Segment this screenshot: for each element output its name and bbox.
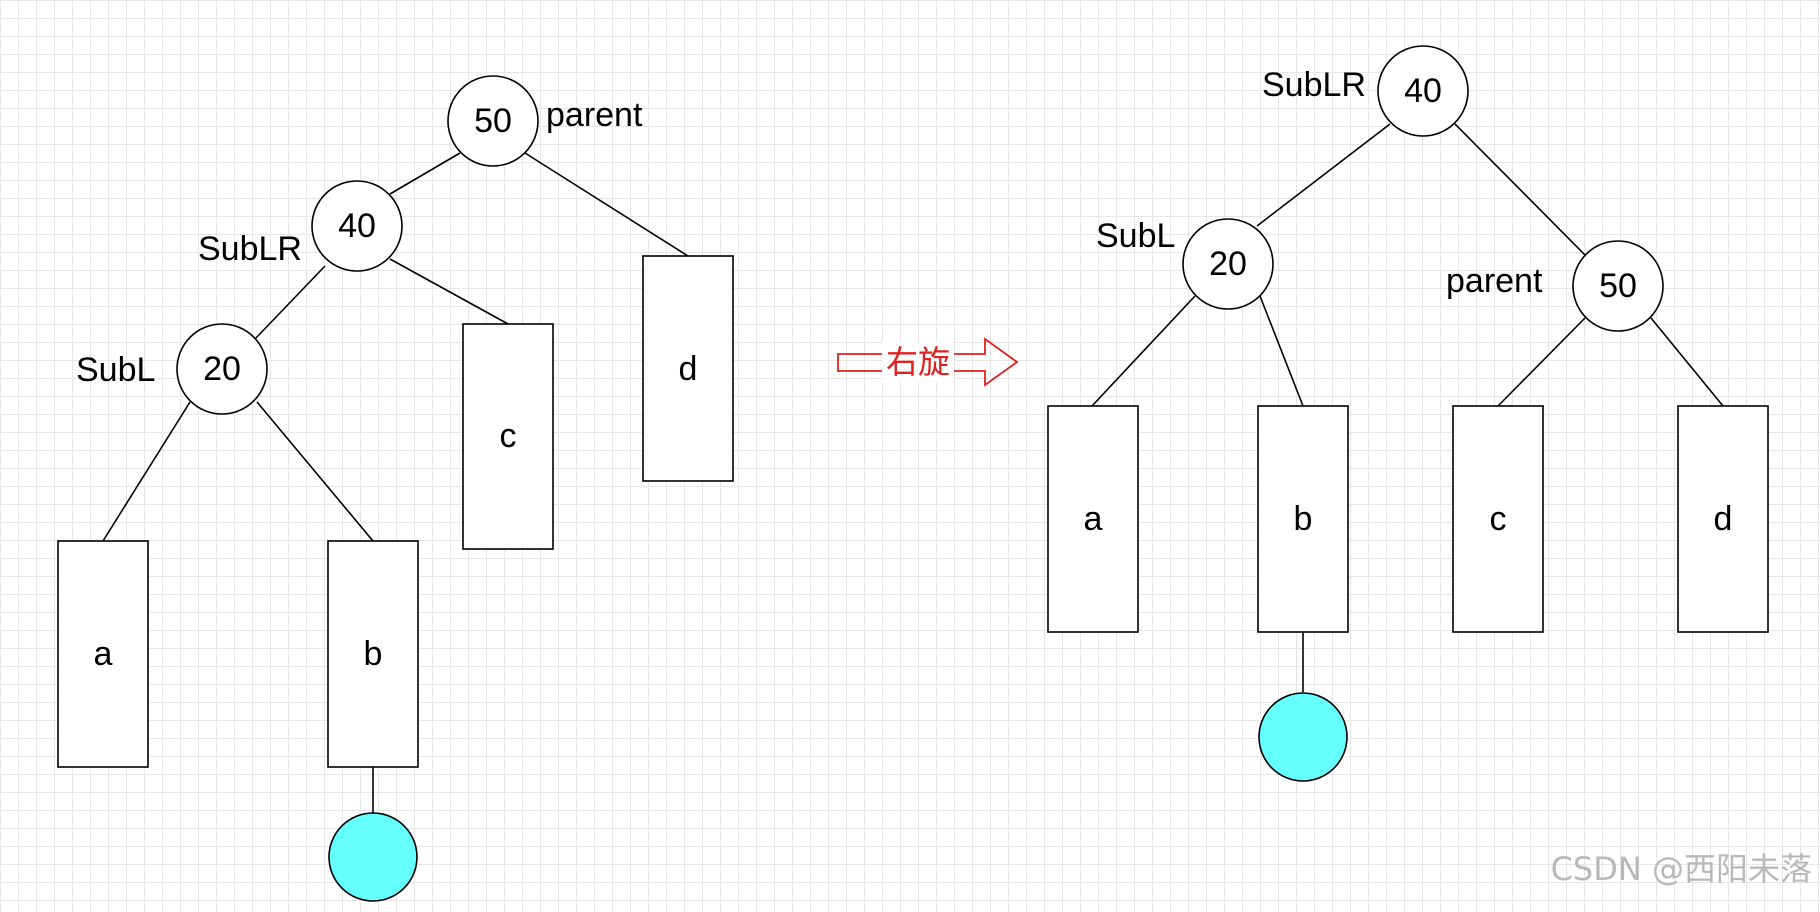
subtree-label: a (1084, 500, 1103, 538)
subtree-c: c (462, 323, 554, 550)
node-label-parent: parent (546, 96, 643, 134)
edge-20-b (1259, 295, 1304, 407)
subtree-label: b (1294, 500, 1313, 538)
arrow-label-bg (882, 342, 954, 382)
subtree-d: d (1677, 405, 1769, 633)
edge-50-40 (389, 152, 461, 195)
node-label-sublr: SubLR (1262, 66, 1366, 104)
node-50-parent: 50 (1572, 240, 1664, 332)
edge-20-a (102, 401, 191, 542)
node-value: 50 (474, 102, 512, 140)
subtree-a: a (57, 540, 149, 768)
node-40-sublr: 40 (1377, 45, 1469, 137)
node-value: 40 (338, 207, 376, 245)
node-20-subl: 20 (176, 323, 268, 415)
node-50-parent: 50 (447, 75, 539, 167)
edge-40-20 (254, 265, 326, 340)
node-label-subl: SubL (76, 351, 155, 389)
subtree-label: d (1714, 500, 1733, 538)
node-label-parent: parent (1446, 262, 1543, 300)
node-value: 20 (203, 350, 241, 388)
node-value: 20 (1209, 245, 1247, 283)
subtree-a: a (1047, 405, 1139, 633)
edge-40-c (389, 258, 509, 325)
edge-50-c (1497, 317, 1586, 407)
before-tree: 50 parent 40 SubLR 20 SubL a b c d (57, 75, 734, 902)
node-label-sublr: SubLR (198, 230, 302, 268)
subtree-label: c (500, 417, 517, 455)
arrow-label: 右旋 (886, 343, 950, 381)
arrow-outline (837, 337, 1019, 387)
edge-40-20 (1256, 123, 1391, 227)
node-label-subl: SubL (1096, 217, 1175, 255)
subtree-d: d (642, 255, 734, 482)
edge-20-b (256, 401, 374, 542)
subtree-label: a (94, 635, 113, 673)
subtree-b: b (1257, 405, 1349, 633)
edge-40-50 (1454, 123, 1587, 257)
subtree-c: c (1452, 405, 1544, 633)
subtree-label: d (679, 350, 698, 388)
edge-50-d (524, 152, 689, 257)
node-value: 50 (1599, 267, 1637, 305)
subtree-label: c (1490, 500, 1507, 538)
node-40-sublr: 40 (311, 180, 403, 272)
after-tree: 40 SubLR 20 SubL 50 parent a b c d (1047, 45, 1769, 782)
subtree-b: b (327, 540, 419, 768)
subtree-label: b (364, 635, 383, 673)
node-value: 40 (1404, 72, 1442, 110)
rotate-right-arrow: 右旋 (837, 337, 1019, 387)
edge-50-d (1650, 317, 1724, 407)
node-20-subl: 20 (1182, 218, 1274, 310)
edge-20-a (1091, 295, 1196, 407)
new-node-circle (1258, 692, 1348, 782)
watermark: CSDN @西阳未落 (1551, 850, 1812, 888)
new-node-circle (328, 812, 418, 902)
